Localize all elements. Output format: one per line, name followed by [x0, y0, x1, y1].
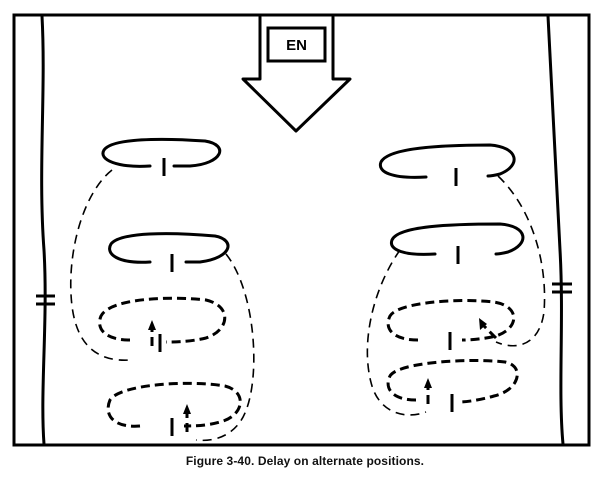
right-position-1 [378, 143, 516, 179]
right-position-3 [386, 299, 516, 342]
delay-diagram: EN [12, 13, 591, 447]
left-position-4 [106, 381, 242, 428]
direction-label: EN [286, 37, 307, 54]
left-position-3-arrowhead [148, 320, 156, 330]
right-position-3-arrow [482, 324, 498, 340]
right-position-4-arrowhead [424, 378, 432, 388]
right-delay-path-outer [495, 175, 546, 347]
right-position-2 [389, 222, 525, 256]
figure-frame [12, 13, 591, 447]
figure-caption: Figure 3-40. Delay on alternate position… [185, 454, 425, 468]
left-delay-path-inner [195, 253, 255, 442]
left-road-edge [40, 14, 47, 446]
right-position-4 [386, 359, 519, 404]
direction-arrow [241, 15, 352, 133]
left-position-4-arrowhead [183, 404, 191, 414]
right-delay-path-inner [366, 249, 427, 416]
right-break-marker [552, 282, 572, 294]
left-delay-path-outer [69, 169, 131, 361]
right-position-3-arrowhead [479, 318, 487, 330]
right-road-edge [546, 14, 565, 446]
left-position-3 [98, 296, 227, 344]
left-position-1 [101, 137, 222, 168]
direction-label-box [266, 26, 327, 63]
left-position-2 [108, 232, 230, 264]
left-break-marker [36, 294, 55, 306]
